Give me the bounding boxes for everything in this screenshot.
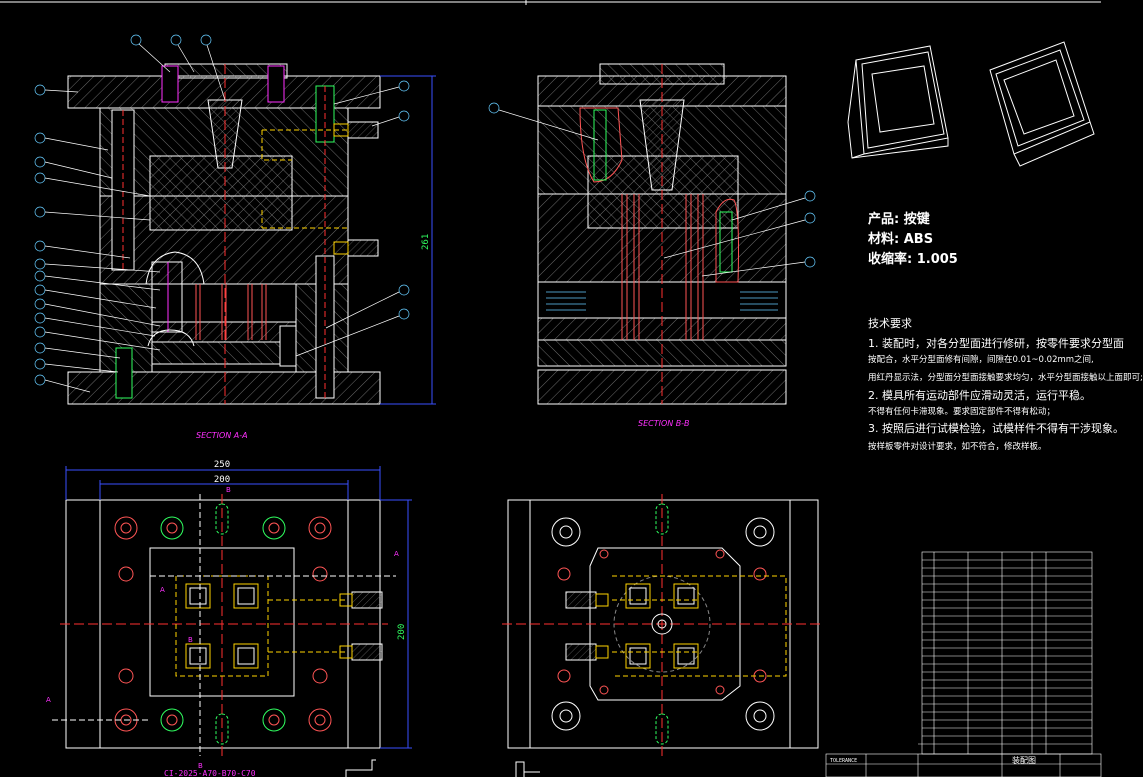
bill-of-materials-table: [921, 551, 1093, 755]
product-3d-view-left: [847, 45, 949, 159]
tech-requirement-line: 1. 装配时，对各分型面进行修研，按零件要求分型面: [868, 337, 1124, 350]
section-b-b-label: SECTION B-B: [638, 419, 690, 428]
mold-base-spec: CI-2025-A70-B70-C70: [164, 769, 256, 777]
section-a-a-view: [67, 63, 381, 405]
dim-250-text: 250: [214, 460, 230, 470]
product-name: 产品: 按键: [868, 212, 930, 227]
fixed-half-plan-view: [502, 494, 824, 756]
product-material: 材料: ABS: [868, 232, 934, 247]
dimension-height-261: 261: [380, 75, 436, 405]
product-shrinkage: 收缩率: 1.005: [868, 252, 958, 267]
dim-200-vertical-text: 200: [397, 624, 407, 640]
tech-requirement-line: 不得有任何卡滞现象。要求固定部件不得有松动；: [868, 407, 1056, 417]
tech-requirement-line: 2. 模具所有运动部件应滑动灵活，运行平稳。: [868, 389, 1091, 402]
part-balloons-b-b: [488, 102, 816, 277]
tech-requirement-line: 3. 按照后进行试模检验，试模样件不得有干涉现象。: [868, 422, 1124, 435]
cut-marker-a-left: A: [46, 696, 51, 704]
tech-requirement-line: 按配合，水平分型面修有间隙，间隙在0.01~0.02mm之间,: [868, 355, 1094, 365]
section-b-b-view: [537, 63, 787, 405]
tolerance-label: TOLERANCE: [830, 758, 857, 764]
tech-requirement-line: 用红丹显示法，分型面分型面接触要求均匀，水平分型面接触以上面即可;: [868, 373, 1143, 383]
dim-261-text: 261: [421, 234, 431, 250]
cut-markers: B B B A A A: [46, 486, 399, 770]
assembly-drawing-canvas: 261 SECTION A-A: [0, 0, 1102, 777]
tech-requirements-heading: 技术要求: [868, 317, 912, 330]
cut-marker-a-right: A: [394, 550, 399, 558]
cut-marker-b-top: B: [226, 486, 231, 494]
title-block: [825, 743, 1102, 777]
cut-marker-b-bottom: B: [198, 762, 203, 770]
product-3d-view-right: [989, 41, 1095, 167]
section-a-a-label: SECTION A-A: [196, 431, 248, 440]
part-balloons-left: [34, 34, 410, 393]
tech-requirement-line: 按样板零件对设计要求，如不符合，修改样板。: [868, 442, 1047, 452]
cut-marker-b-mid: B: [188, 636, 193, 644]
cut-marker-a-mid: A: [160, 586, 165, 594]
dimension-height-200: 200: [380, 499, 412, 749]
moving-half-plan-view: [52, 494, 396, 756]
dimension-width-200: 200: [99, 475, 349, 500]
drawing-name: 装配图: [1012, 755, 1036, 765]
dimension-width-250: 250: [65, 460, 381, 500]
sheet-bottom-marks: [345, 759, 540, 777]
dim-200-text: 200: [214, 475, 230, 485]
